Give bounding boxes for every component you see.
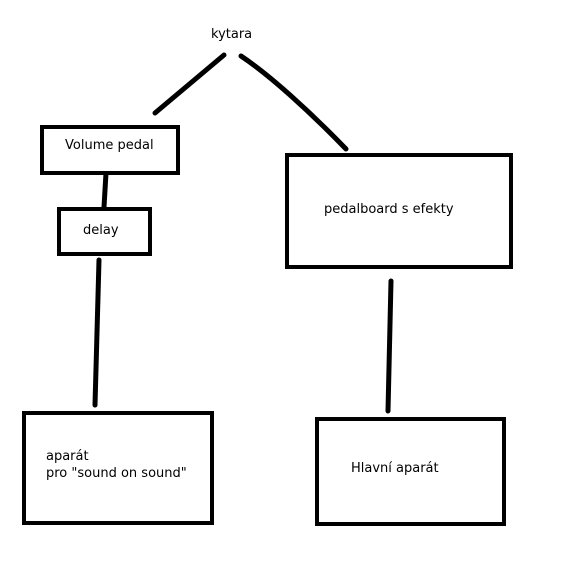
node-sos-amp: aparát pro "sound on sound": [22, 411, 214, 525]
edge-root-to-volume-pedal: [152, 52, 227, 116]
edge-volume-pedal-to-delay: [101, 170, 109, 210]
node-sos-amp-line1: aparát: [46, 449, 89, 464]
node-main-amp-label: Hlavní aparát: [351, 461, 439, 476]
node-sos-amp-line2: pro "sound on sound": [46, 466, 187, 481]
node-kytara: kytara: [211, 27, 253, 42]
node-main-amp: Hlavní aparát: [315, 417, 506, 526]
node-volume-pedal: Volume pedal: [40, 125, 180, 175]
node-delay: delay: [57, 207, 152, 256]
node-pedalboard-label: pedalboard s efekty: [324, 202, 454, 217]
node-volume-pedal-label: Volume pedal: [65, 138, 154, 153]
node-delay-label: delay: [83, 223, 119, 238]
edge-root-to-pedalboard: [238, 53, 349, 152]
edge-delay-to-sos-amp: [92, 257, 102, 408]
edge-pedalboard-to-main-amp: [385, 278, 394, 414]
node-pedalboard: pedalboard s efekty: [285, 153, 513, 269]
